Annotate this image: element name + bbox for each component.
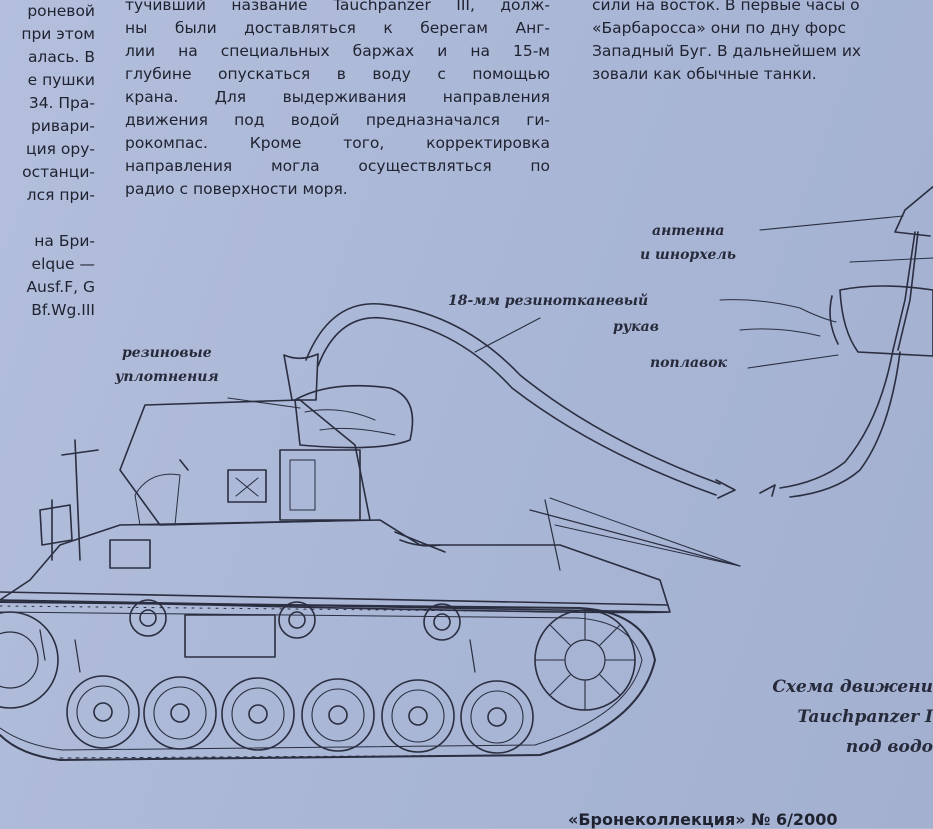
text-line: крана. Для выдерживания направления [125, 88, 550, 106]
gun-mantlet-cover [134, 473, 181, 526]
hose-lower-left [779, 349, 894, 489]
hull-side-hatch [184, 614, 276, 658]
suspension [39, 629, 476, 673]
hose-tip [715, 479, 736, 499]
figure-caption-line-1: Схема движени [772, 677, 933, 697]
text-line: радио с поверхности моря. [125, 180, 348, 198]
text-line: глубине опускаться в воду с помощью [125, 65, 550, 83]
leader-float [747, 354, 839, 369]
text-line: направления могла осуществляться по [125, 157, 550, 175]
float-body [839, 285, 933, 357]
cupola-hatch [289, 459, 316, 511]
antenna-mast [892, 231, 916, 351]
label-hose-line-2: рукав [613, 319, 659, 335]
text-line: рокомпас. Кроме того, корректировка [125, 134, 550, 152]
page-footer: «Бронеколлекция» № 6/2000 [568, 810, 838, 829]
rear-rail-brace [549, 497, 741, 567]
text-line: зовали как обычные танки. [592, 65, 817, 83]
turret-vision-port [227, 469, 267, 503]
label-antenna-line-1: антенна [652, 223, 725, 239]
hose-end [759, 484, 776, 497]
text-line: Западный Буг. В дальнейшем их [592, 42, 862, 60]
text-line: при этом [21, 25, 95, 43]
text-line: роневой [27, 2, 95, 20]
front-antenna-mount [61, 439, 99, 561]
text-line: лся при- [26, 186, 95, 204]
figure-caption-line-3: под водо [845, 737, 933, 757]
hose-lower-right [789, 351, 901, 498]
float-ribbing [849, 257, 933, 263]
text-line: сили на восток. В первые часы о [592, 0, 860, 14]
text-line: алась. В [27, 48, 95, 66]
text-line: на Бри- [34, 232, 95, 250]
sprockets [0, 609, 636, 711]
return-rollers [129, 599, 461, 641]
snorkel-mast [897, 231, 919, 351]
intake-funnel [283, 353, 319, 401]
headlight [39, 499, 73, 561]
track [0, 601, 656, 761]
float-nose [829, 295, 839, 345]
hull [0, 439, 741, 658]
leader-seals [227, 397, 301, 409]
road-wheels [66, 675, 534, 754]
middle-text-column: тучивший название Tauchpanzer III, долж-… [125, 0, 550, 201]
text-line: «Барбаросса» они по дну форс [592, 19, 846, 37]
text-line: elque — [31, 255, 95, 273]
text-line: Ausf.F, G [26, 278, 95, 296]
text-line: ны были доставляться к берегам Анг- [125, 19, 550, 37]
rear-rail [529, 499, 741, 571]
text-line: ция ору- [26, 140, 95, 158]
float-assembly [719, 185, 933, 498]
water-line [719, 299, 837, 323]
leader-lines [227, 215, 904, 409]
text-line: ривари- [30, 117, 95, 135]
cupola-box [279, 449, 361, 521]
rear-joint [394, 531, 446, 553]
hull-box [109, 539, 151, 569]
label-seals-line-2: уплотнения [115, 369, 219, 385]
label-antenna-line-2: и шнорхель [640, 247, 736, 263]
text-line: движения под водой предназначался ги- [125, 111, 550, 129]
fender-line [0, 591, 669, 606]
text-line: останци- [22, 163, 95, 181]
leader-antenna [759, 215, 904, 231]
text-line: тучивший название Tauchpanzer III, долж- [125, 0, 550, 14]
warning-triangle [179, 459, 189, 471]
port-cross [235, 477, 259, 497]
text-line: е пушки [27, 71, 95, 89]
hose-bottom-edge [317, 316, 717, 496]
label-seals-line-1: резиновые [122, 345, 212, 361]
text-line: лии на специальных баржах и на 15-м [125, 42, 550, 60]
right-text-column: сили на восток. В первые часы о «Барбаро… [592, 0, 933, 86]
turret [119, 384, 414, 526]
text-line: Bf.Wg.III [31, 301, 95, 319]
left-text-column: роневой при этом алась. В е пушки 34. Пр… [0, 0, 95, 322]
label-hose-line-1: 18-мм резинотканевый [448, 293, 649, 309]
cover-folds [304, 409, 396, 436]
label-float: поплавок [650, 355, 728, 371]
snorkel-hose [283, 303, 736, 499]
water-line [739, 328, 821, 337]
hose-top-edge [305, 303, 721, 485]
turret-body [119, 399, 371, 526]
turret-cover-rubber [294, 384, 414, 449]
text-line: 34. Пра- [28, 94, 95, 112]
figure-caption-line-2: Tauchpanzer I [797, 707, 933, 727]
antenna-cap [894, 185, 933, 237]
leader-hose [474, 317, 541, 353]
front-sprocket [0, 611, 59, 709]
